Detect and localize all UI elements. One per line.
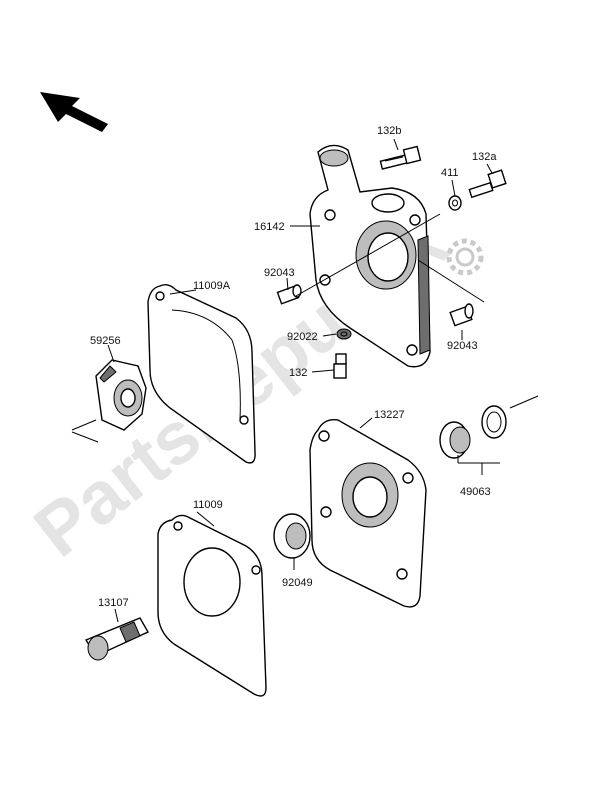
gasket-11009 bbox=[157, 514, 267, 697]
oil-seal-92049 bbox=[273, 513, 311, 559]
seal-49063-a bbox=[439, 421, 471, 459]
label-92043-left: 92043 bbox=[264, 267, 295, 279]
impeller-59256 bbox=[95, 359, 147, 431]
gasket-11009A bbox=[147, 283, 256, 464]
label-411: 411 bbox=[441, 167, 459, 179]
part-labels: 132b 132a 411 16142 92043 92043 11009A 9… bbox=[90, 125, 497, 609]
label-59256: 59256 bbox=[90, 335, 121, 347]
bolt-132a bbox=[468, 169, 507, 199]
label-92022: 92022 bbox=[287, 331, 318, 343]
washer-92022 bbox=[336, 328, 352, 340]
label-16142: 16142 bbox=[254, 221, 285, 233]
shaft-13107 bbox=[84, 617, 149, 661]
label-13107: 13107 bbox=[98, 597, 129, 609]
dowel-pin-right bbox=[449, 303, 474, 327]
label-92043-right: 92043 bbox=[447, 340, 478, 352]
gear-icon bbox=[446, 238, 484, 276]
seal-49063-b bbox=[481, 405, 507, 439]
label-132a: 132a bbox=[472, 151, 497, 163]
direction-arrow-icon bbox=[40, 92, 108, 132]
label-92049: 92049 bbox=[282, 577, 313, 589]
label-11009: 11009 bbox=[193, 499, 223, 511]
cover-13227 bbox=[309, 419, 427, 608]
washer-411 bbox=[448, 195, 462, 211]
leader-lines bbox=[71, 138, 539, 623]
label-13227: 13227 bbox=[374, 409, 405, 421]
bolt-132 bbox=[333, 353, 347, 379]
housing-16142 bbox=[309, 144, 431, 368]
label-11009A: 11009A bbox=[193, 280, 231, 292]
label-132b: 132b bbox=[377, 125, 401, 137]
label-49063: 49063 bbox=[460, 486, 491, 498]
bolt-132b bbox=[379, 145, 422, 170]
label-132: 132 bbox=[289, 367, 307, 379]
